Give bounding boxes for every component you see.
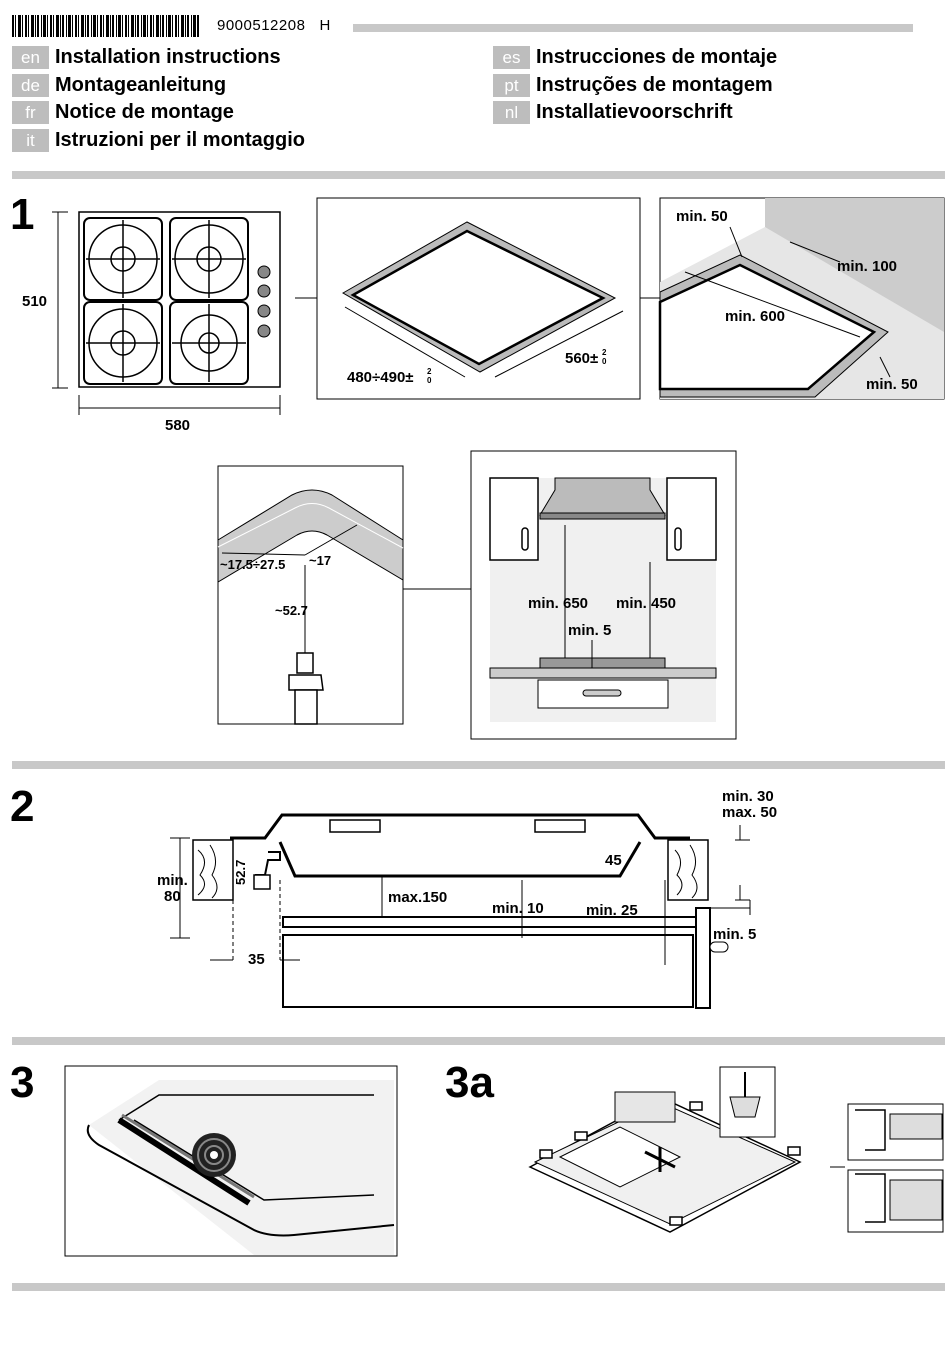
nozzle-offset-left: ~17.5÷27.5 — [220, 557, 285, 572]
step-number-3a: 3a — [445, 1058, 494, 1107]
clamp-mounting-figure — [528, 1066, 944, 1233]
clearance-back: min. 50 — [676, 208, 728, 225]
language-title: Instrucciones de montaje — [536, 46, 778, 69]
language-code: en — [12, 46, 49, 70]
label-min-80-a: min. — [157, 872, 188, 889]
inner-depth-45: 45 — [605, 852, 622, 869]
gas-inlet-detail-figure: ~17.5÷27.5 ~17 ~52.7 — [217, 465, 472, 725]
document-header: 9000512208 H — [0, 0, 950, 40]
language-title: Istruzioni per il montaggio — [55, 128, 305, 151]
hob-top-view-figure: 510 580 — [22, 211, 281, 434]
cutout-dimension-figure: 480÷490± 2 0 560± 2 0 — [295, 197, 641, 400]
tolerance-top: 2 — [427, 367, 432, 376]
step-number-3: 3 — [10, 1058, 35, 1107]
label-min-25: min. 25 — [586, 902, 638, 919]
section-divider — [12, 171, 945, 179]
header-rule — [353, 24, 913, 32]
clearance-side: min. 100 — [837, 258, 897, 275]
dimension-cutout-width: 560± — [565, 350, 598, 367]
worktop-min: min. 30 — [722, 788, 774, 805]
step-number-1: 1 — [10, 190, 35, 239]
clearance-depth: min. 600 — [725, 308, 785, 325]
language-code: pt — [493, 73, 530, 97]
section-divider — [12, 1283, 945, 1291]
label-max-150: max.150 — [388, 889, 447, 906]
revision-letter: H — [319, 17, 331, 34]
nozzle-height: ~52.7 — [275, 603, 308, 618]
barcode-icon — [12, 15, 199, 37]
tolerance-bottom: 0 — [427, 376, 432, 385]
pipe-height: 52.7 — [233, 860, 248, 885]
hood-distance-gas: min. 650 — [528, 595, 588, 612]
worktop-max: max. 50 — [722, 804, 777, 821]
language-title: Installatievoorschrift — [536, 101, 733, 124]
step-number-2: 2 — [10, 782, 35, 831]
language-code: de — [12, 73, 49, 97]
cabinet-gap: min. 5 — [568, 622, 611, 639]
language-title: Instruções de montagem — [536, 73, 773, 96]
tolerance-bottom: 0 — [602, 357, 607, 366]
label-min-80-b: 80 — [164, 888, 181, 905]
document-number: 9000512208 H — [217, 17, 331, 34]
seal-application-figure — [64, 1065, 398, 1257]
extractor-hood-figure: min. 650 min. 450 min. 5 — [470, 450, 737, 740]
language-item-it: it Istruzioni per il montaggio — [12, 127, 305, 155]
language-title: Installation instructions — [55, 46, 281, 69]
language-title: Montageanleitung — [55, 73, 227, 96]
language-title: Notice de montage — [55, 101, 234, 124]
language-item-de: de Montageanleitung — [12, 72, 305, 100]
language-code: es — [493, 46, 530, 70]
cross-section-figure: min. 30 max. 50 52.7 45 min. 80 max.150 … — [157, 788, 777, 1009]
clearance-figure: min. 50 min. 100 min. 600 min. 50 — [640, 197, 945, 400]
language-item-en: en Installation instructions — [12, 44, 305, 72]
tolerance-top: 2 — [602, 348, 607, 357]
hood-distance-cabinet: min. 450 — [616, 595, 676, 612]
dimension-510: 510 — [22, 293, 47, 310]
section-divider — [12, 1037, 945, 1045]
dimension-580: 580 — [165, 417, 190, 434]
section-divider — [12, 761, 945, 769]
dimension-cutout-depth: 480÷490± — [347, 369, 414, 386]
language-item-es: es Instrucciones de montaje — [493, 44, 777, 72]
language-code: it — [12, 128, 49, 152]
language-item-pt: pt Instruções de montagem — [493, 72, 777, 100]
language-list-right: es Instrucciones de montaje pt Instruçõe… — [493, 44, 777, 127]
nozzle-offset-right: ~17 — [309, 553, 331, 568]
clearance-front: min. 50 — [866, 376, 918, 393]
language-item-nl: nl Installatievoorschrift — [493, 99, 777, 127]
label-min-10: min. 10 — [492, 900, 544, 917]
language-code: fr — [12, 101, 49, 125]
language-code: nl — [493, 101, 530, 125]
label-min-5: min. 5 — [713, 926, 756, 943]
label-35: 35 — [248, 951, 265, 968]
language-item-fr: fr Notice de montage — [12, 99, 305, 127]
language-list-left: en Installation instructions de Montagea… — [12, 44, 305, 154]
